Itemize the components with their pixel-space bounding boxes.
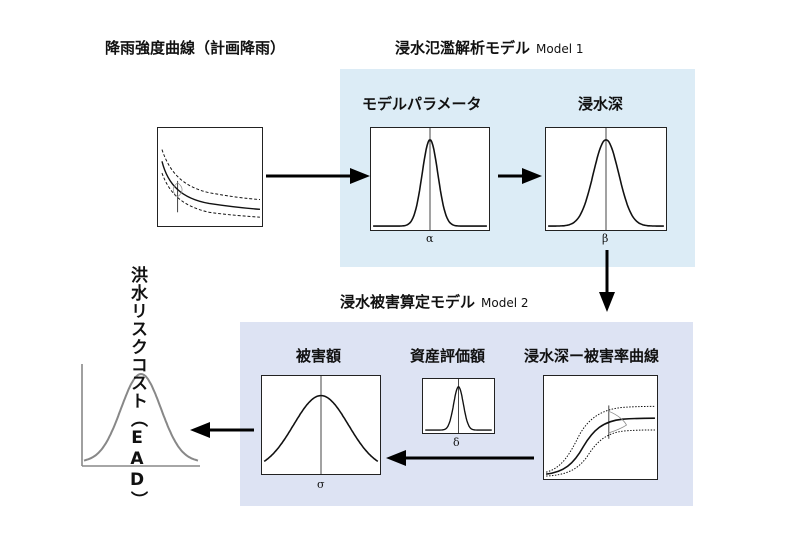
depth-damage-curve-graphic bbox=[545, 405, 655, 477]
depth-distribution-panel bbox=[545, 127, 667, 231]
risk-cost-chart bbox=[81, 364, 200, 467]
arrow-damage-to-risk bbox=[190, 422, 254, 438]
damage-distribution-panel bbox=[261, 375, 381, 475]
arrow-depth-to-damage-model bbox=[599, 250, 615, 312]
param-distribution-panel bbox=[370, 127, 490, 231]
damage-label: 被害額 bbox=[296, 347, 342, 365]
beta-symbol: β bbox=[602, 232, 609, 245]
model1-title-text: 浸水氾濫解析モデル bbox=[395, 39, 531, 57]
param-label: モデルパラメータ bbox=[362, 95, 482, 113]
model1-title: 浸水氾濫解析モデル Model 1 bbox=[395, 39, 584, 58]
depth-label: 浸水深 bbox=[578, 95, 624, 113]
depth-distribution-graphic bbox=[548, 128, 664, 230]
risk-distribution-curve bbox=[83, 372, 199, 462]
model1-subtitle: Model 1 bbox=[536, 42, 584, 56]
arrow-rain-to-param bbox=[266, 168, 370, 184]
arrow-param-to-depth bbox=[498, 168, 542, 184]
damage-distribution-graphic bbox=[263, 376, 379, 474]
risk-cost-label: 洪水リスクコスト（EAD） bbox=[127, 266, 147, 509]
alpha-symbol: α bbox=[426, 232, 434, 245]
asset-distribution-panel bbox=[422, 378, 495, 434]
delta-symbol: δ bbox=[453, 436, 460, 449]
depth-damage-curve-panel bbox=[543, 375, 658, 480]
model2-title-text: 浸水被害算定モデル bbox=[340, 293, 476, 311]
model2-subtitle: Model 2 bbox=[481, 296, 529, 310]
sigma-symbol: σ bbox=[317, 478, 325, 491]
rainfall-curve-panel bbox=[157, 127, 263, 227]
curve-label: 浸水深ー被害率曲線 bbox=[524, 347, 660, 365]
arrow-curve-to-damage bbox=[386, 450, 534, 466]
rainfall-curve-graphic bbox=[161, 149, 261, 218]
param-distribution-graphic bbox=[373, 128, 487, 230]
asset-label: 資産評価額 bbox=[410, 347, 486, 365]
asset-distribution-graphic bbox=[425, 379, 492, 433]
model2-title: 浸水被害算定モデル Model 2 bbox=[340, 293, 529, 312]
rainfall-curve-label: 降雨強度曲線（計画降雨） bbox=[105, 39, 286, 57]
